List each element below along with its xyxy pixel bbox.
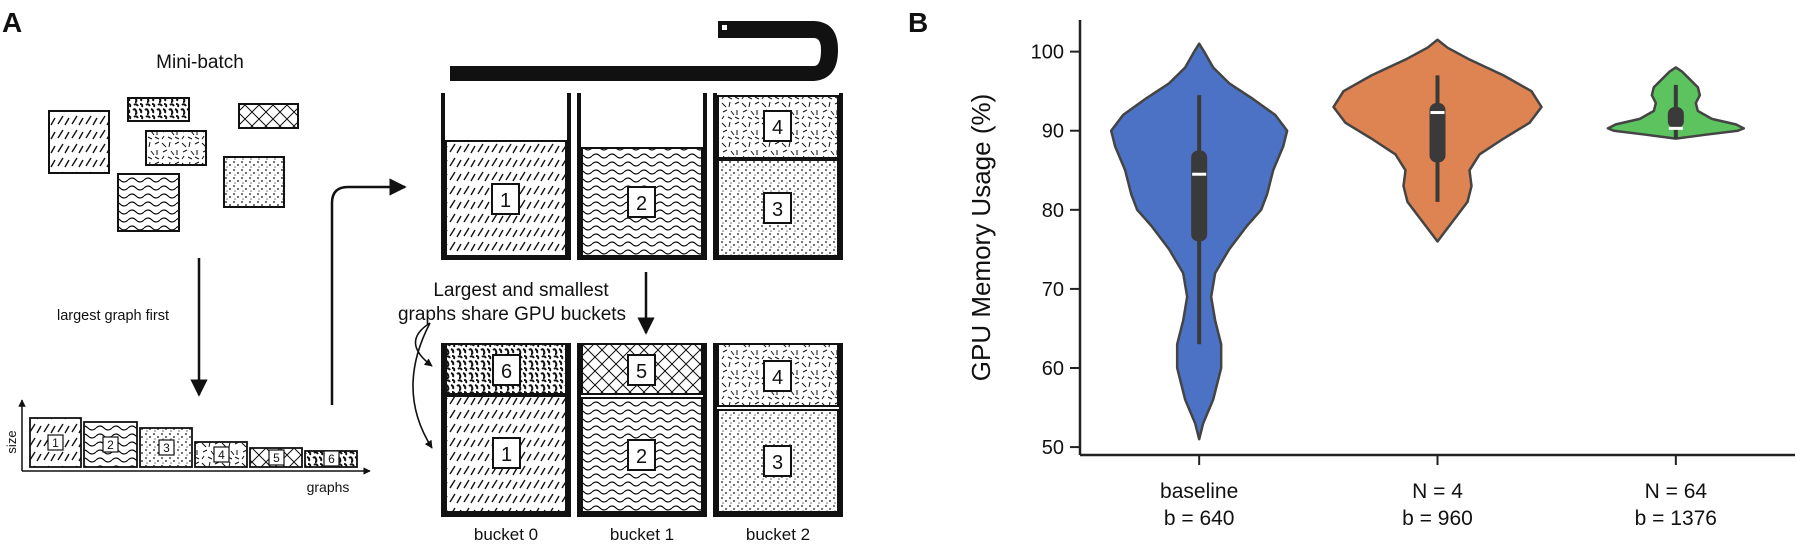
bottom-label-2: 2 (636, 446, 647, 468)
x-tick-label-line2: b = 640 (1164, 507, 1235, 530)
top-bucket-1 (577, 93, 707, 260)
graphs-axis-label: graphs (307, 479, 350, 495)
minibatch-graph-3 (223, 156, 285, 208)
bottom-label-4: 4 (772, 367, 783, 389)
bucket-name-2: bucket 2 (746, 525, 810, 544)
sorted-label-1: 1 (52, 436, 59, 450)
annotation-arrow-largest (412, 322, 433, 449)
pipe-notch (722, 25, 727, 30)
to-buckets-arrow (330, 178, 407, 405)
y-tick-label: 70 (1042, 279, 1064, 301)
annotation-line-2: graphs share GPU buckets (398, 304, 626, 325)
top-label-3: 3 (772, 199, 783, 221)
minibatch-graphs (48, 97, 299, 232)
violin-iqr-box (1667, 107, 1684, 129)
sorted-graphs (29, 417, 358, 468)
sorted-label-3: 3 (163, 441, 170, 455)
top-label-1: 1 (500, 190, 511, 212)
sorted-label-2: 2 (107, 438, 114, 452)
gpu-pipe-icon (450, 21, 838, 81)
bottom-label-6: 6 (501, 361, 512, 383)
y-tick-label: 100 (1031, 42, 1064, 64)
y-tick-label: 60 (1042, 358, 1064, 380)
sort-arrow-label: largest graph first (57, 308, 169, 324)
sorted-graph-labels: 1 2 3 4 5 6 (47, 434, 340, 467)
panel-a-label: A (2, 7, 22, 38)
top-label-4: 4 (772, 117, 783, 139)
y-tick-label: 50 (1042, 437, 1064, 459)
minibatch-graph-5 (238, 103, 299, 129)
x-tick-label-line2: b = 1376 (1635, 507, 1717, 530)
annotation-arrow-smallest (414, 322, 433, 367)
violin-iqr-box (1191, 150, 1208, 242)
minibatch-title: Mini-batch (156, 52, 244, 73)
minibatch-graph-4 (145, 130, 207, 166)
sorted-label-6: 6 (328, 452, 335, 466)
x-tick-label-line1: N = 64 (1645, 480, 1708, 503)
bottom-bucket-0 (441, 343, 571, 517)
top-label-2: 2 (636, 193, 647, 215)
bottom-buckets: 6 1 5 2 4 3 (441, 343, 843, 517)
bottom-bucket-1 (577, 343, 707, 517)
bottom-label-3: 3 (772, 452, 783, 474)
bucket-name-1: bucket 1 (610, 525, 674, 544)
violin-iqr-box (1429, 103, 1446, 163)
sorted-label-4: 4 (218, 448, 225, 462)
minibatch-graph-2 (117, 173, 180, 232)
y-axis-title: GPU Memory Usage (%) (966, 94, 996, 382)
x-tick-label-line1: N = 4 (1412, 480, 1463, 503)
minibatch-graph-1 (48, 110, 110, 174)
sorted-label-5: 5 (273, 451, 280, 465)
bottom-label-5: 5 (636, 361, 647, 383)
y-tick-label: 80 (1042, 200, 1064, 222)
bottom-bucket-2 (713, 343, 843, 517)
top-bucket-0 (441, 93, 571, 260)
bucket-name-0: bucket 0 (474, 525, 538, 544)
size-axis-label: size (4, 430, 19, 453)
bottom-label-1: 1 (501, 444, 512, 466)
annotation-line-1: Largest and smallest (433, 280, 609, 301)
x-tick-label-line1: baseline (1160, 480, 1238, 503)
y-tick-label: 90 (1042, 121, 1064, 143)
x-tick-label-line2: b = 960 (1402, 507, 1473, 530)
panel-b-label: B (908, 7, 928, 38)
top-buckets: 1 2 4 3 (441, 93, 843, 260)
top-bucket-2 (713, 93, 843, 260)
minibatch-graph-6 (127, 97, 190, 122)
